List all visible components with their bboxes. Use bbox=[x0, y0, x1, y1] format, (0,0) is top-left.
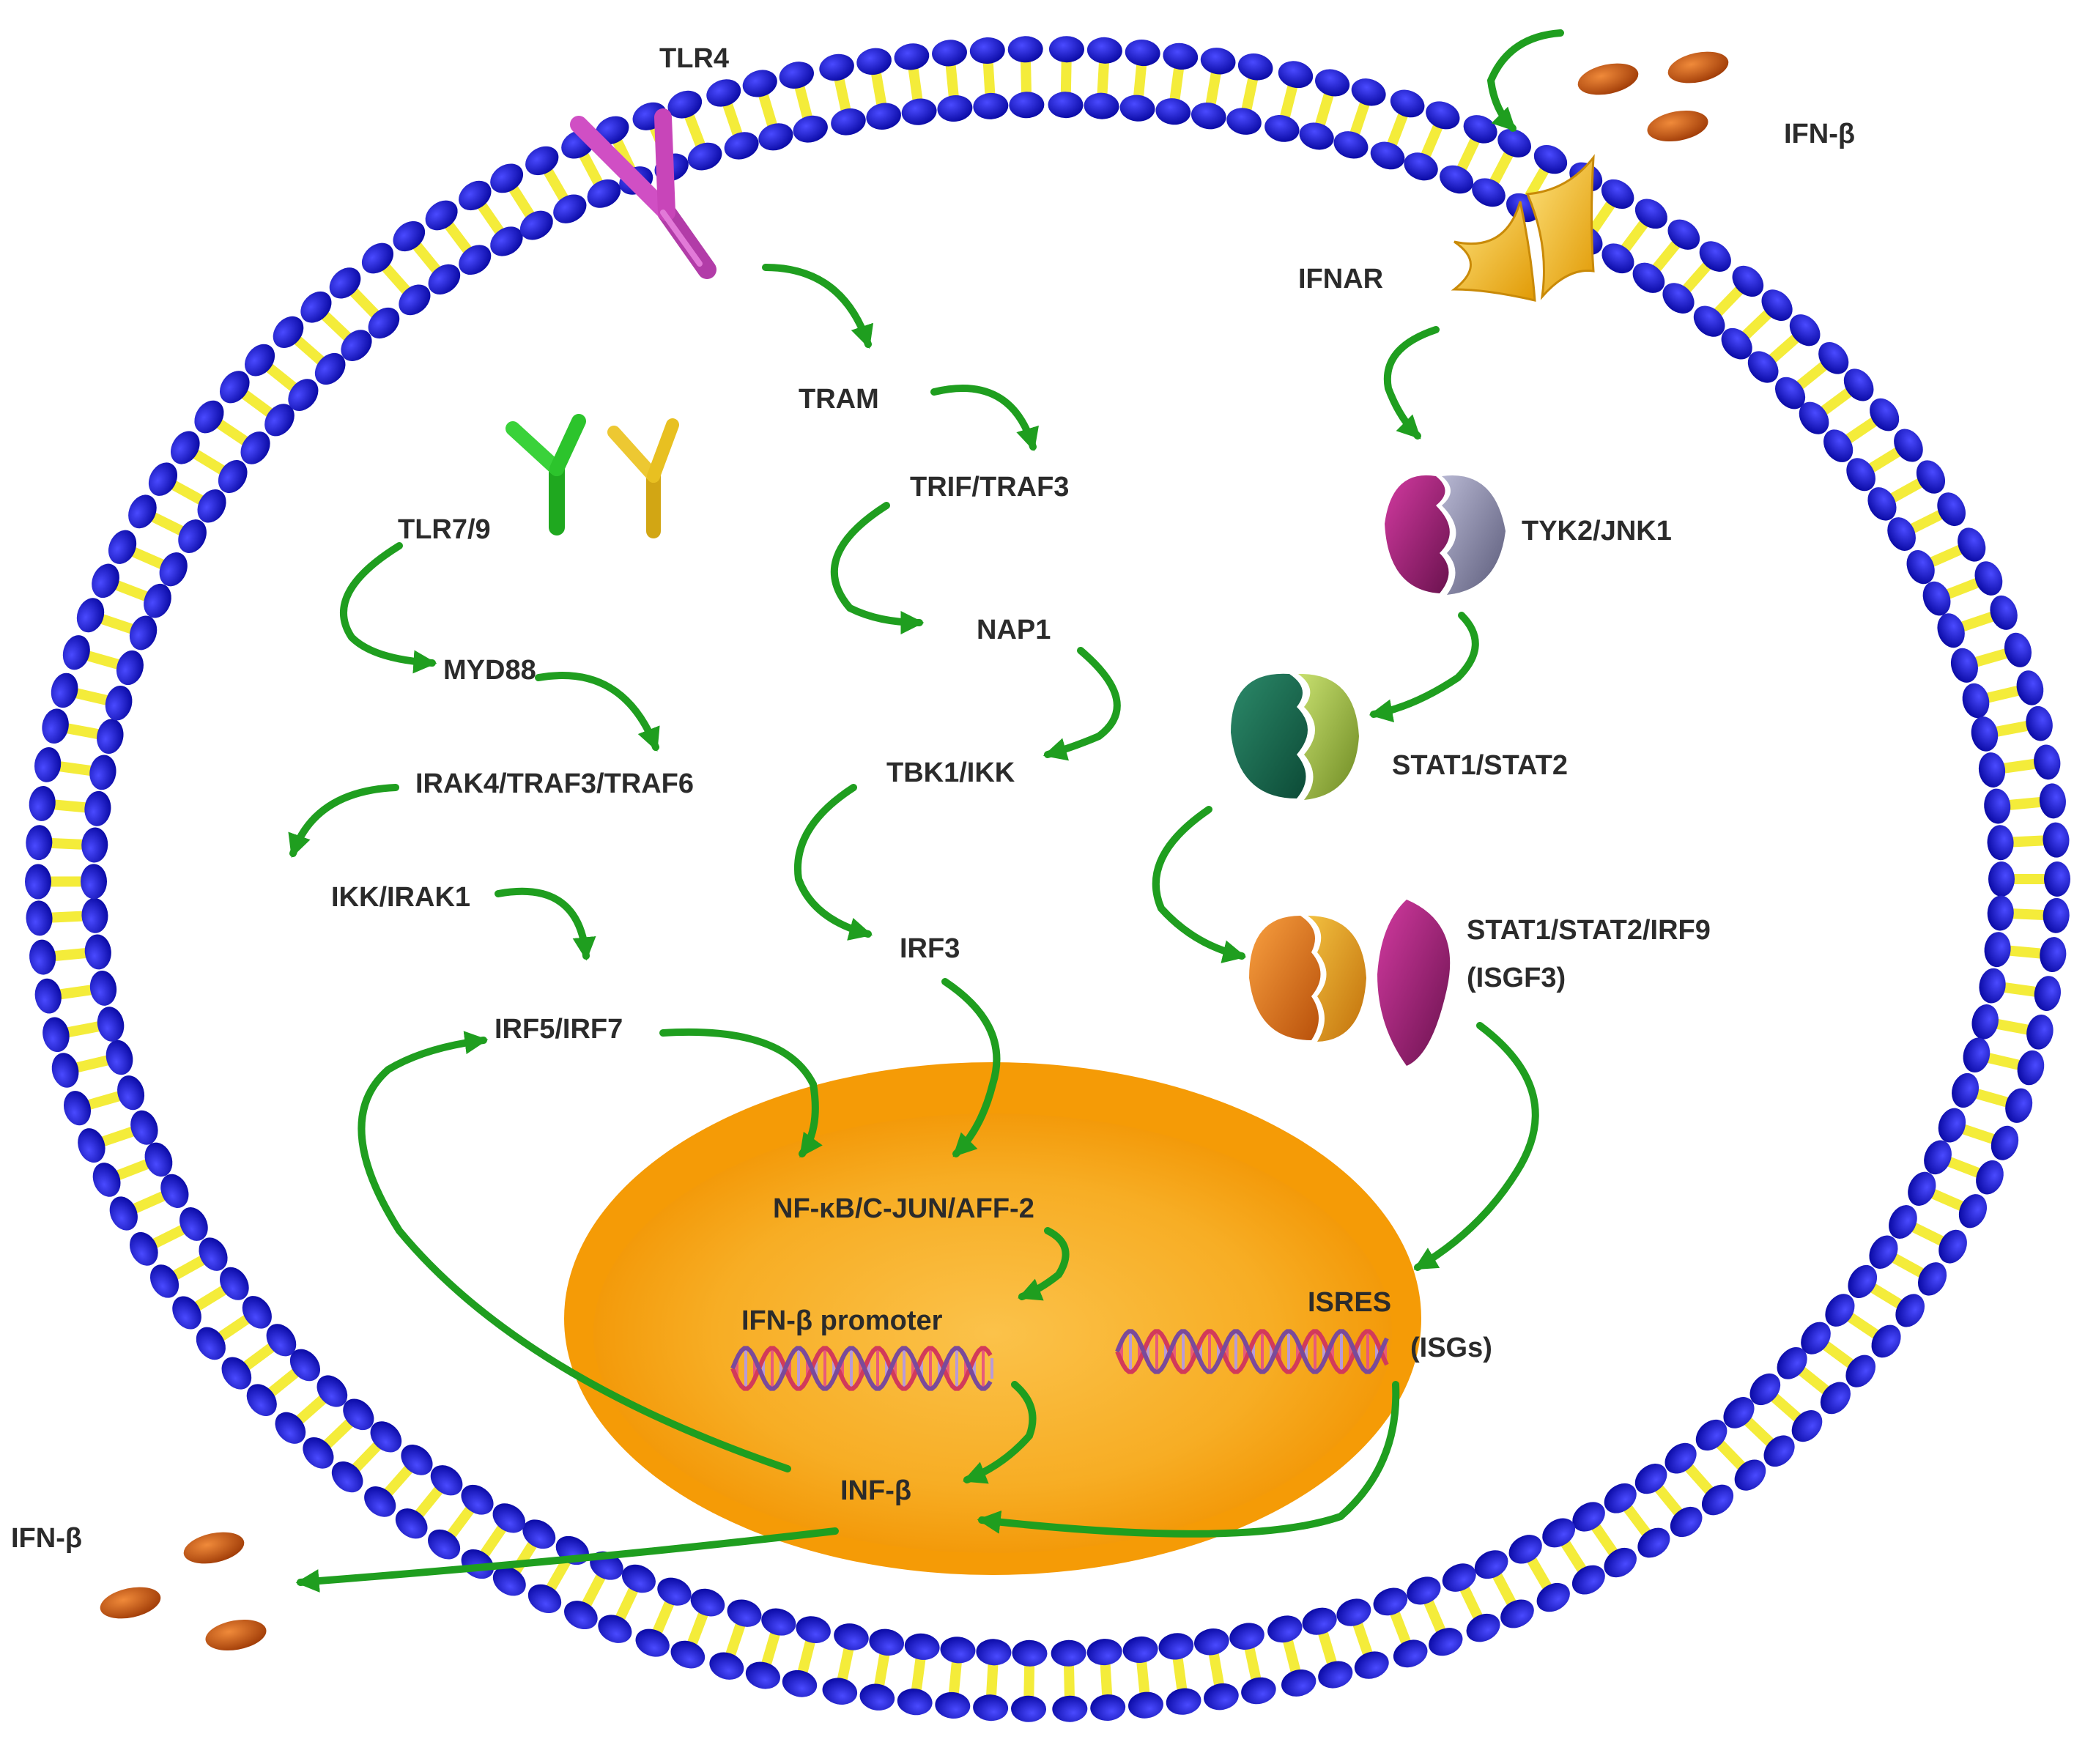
ifn-beta-particles-bottom bbox=[100, 1532, 267, 1651]
label-isres: ISRES bbox=[1308, 1287, 1391, 1318]
label-irf5-irf7: IRF5/IRF7 bbox=[495, 1014, 623, 1045]
label-tyk2-jnk1: TYK2/JNK1 bbox=[1522, 516, 1672, 546]
tlr4-receptor-icon bbox=[570, 108, 716, 279]
label-ifn-beta-bottom: IFN-β bbox=[11, 1523, 82, 1554]
arrow-trif-to-nap1 bbox=[830, 502, 925, 634]
label-nfkb: NF-κB/C-JUN/AFF-2 bbox=[773, 1193, 1034, 1224]
arrow-isres-to-infb bbox=[977, 1381, 1400, 1538]
pathway-arrows bbox=[288, 29, 1564, 1593]
nucleus bbox=[564, 1062, 1421, 1575]
arrow-isgf3-to-isres bbox=[1413, 1022, 1539, 1271]
arrow-infb-to-extracellular bbox=[295, 1527, 839, 1593]
label-nap1: NAP1 bbox=[977, 615, 1051, 645]
tlr7-receptor-icon bbox=[506, 414, 586, 536]
tlr9-receptor-icon bbox=[607, 418, 679, 538]
arrow-tlr79-to-myd88 bbox=[339, 542, 437, 674]
cell-membrane bbox=[25, 36, 2070, 1722]
label-tram: TRAM bbox=[799, 384, 879, 415]
label-ifnar: IFNAR bbox=[1298, 264, 1383, 294]
arrow-nfkb-to-promoter bbox=[1018, 1227, 1070, 1301]
label-tbk1-ikk: TBK1/IKK bbox=[886, 757, 1015, 788]
label-inf-beta: INF-β bbox=[840, 1475, 911, 1506]
label-stat1-stat2: STAT1/STAT2 bbox=[1392, 750, 1568, 781]
tyk2-jnk1-complex-icon bbox=[1385, 475, 1506, 595]
arrow-tyk2-to-stat bbox=[1369, 612, 1479, 723]
arrow-irf3-to-nucleus bbox=[941, 978, 1001, 1157]
ifn-beta-particles-top bbox=[1577, 51, 1729, 142]
arrow-tbk1-to-irf3 bbox=[794, 784, 873, 941]
arrow-myd88-to-irak4 bbox=[535, 672, 660, 752]
label-ifn-promoter: IFN-β promoter bbox=[741, 1305, 943, 1336]
label-myd88: MYD88 bbox=[443, 655, 536, 686]
arrow-ifn-to-ifnar bbox=[1486, 29, 1564, 132]
label-tlr4: TLR4 bbox=[659, 43, 729, 74]
ifn-promoter-dna-icon bbox=[730, 1346, 993, 1391]
arrow-infb-to-irf5-feedback bbox=[358, 1031, 791, 1472]
arrow-ikk-to-irf5 bbox=[495, 887, 596, 961]
arrow-irak4-to-ikk bbox=[288, 784, 399, 859]
label-trif-traf3: TRIF/TRAF3 bbox=[910, 472, 1069, 503]
isgf3-complex-icon bbox=[1249, 900, 1451, 1066]
arrow-ifnar-to-tyk2 bbox=[1383, 326, 1440, 440]
labels: TLR4 IFN-β IFNAR TRAM TRIF/TRAF3 TLR7/9 … bbox=[11, 43, 1855, 1554]
isres-dna-icon bbox=[1115, 1329, 1389, 1374]
arrow-promoter-to-infb bbox=[963, 1381, 1037, 1484]
arrow-irf5-to-nucleus bbox=[659, 1028, 823, 1158]
label-tlr7-9: TLR7/9 bbox=[398, 514, 491, 545]
arrow-tlr4-to-tram bbox=[762, 264, 874, 349]
label-irf3: IRF3 bbox=[900, 933, 960, 964]
label-ikk-irak1: IKK/IRAK1 bbox=[331, 882, 470, 913]
label-ifn-beta-top: IFN-β bbox=[1784, 119, 1855, 149]
arrow-nap1-to-tbk1 bbox=[1043, 647, 1121, 761]
arrow-stat-to-isgf3 bbox=[1152, 806, 1247, 963]
label-stat1-stat2-irf9: STAT1/STAT2/IRF9 bbox=[1467, 915, 1711, 946]
label-irak4-traf3-traf6: IRAK4/TRAF3/TRAF6 bbox=[415, 768, 694, 799]
ifnar-receptor-icon bbox=[1451, 154, 1595, 302]
stat1-stat2-complex-icon bbox=[1231, 673, 1359, 800]
label-isgs: (ISGs) bbox=[1410, 1333, 1492, 1363]
label-isgf3: (ISGF3) bbox=[1467, 963, 1566, 993]
arrow-tram-to-trif bbox=[930, 385, 1039, 452]
